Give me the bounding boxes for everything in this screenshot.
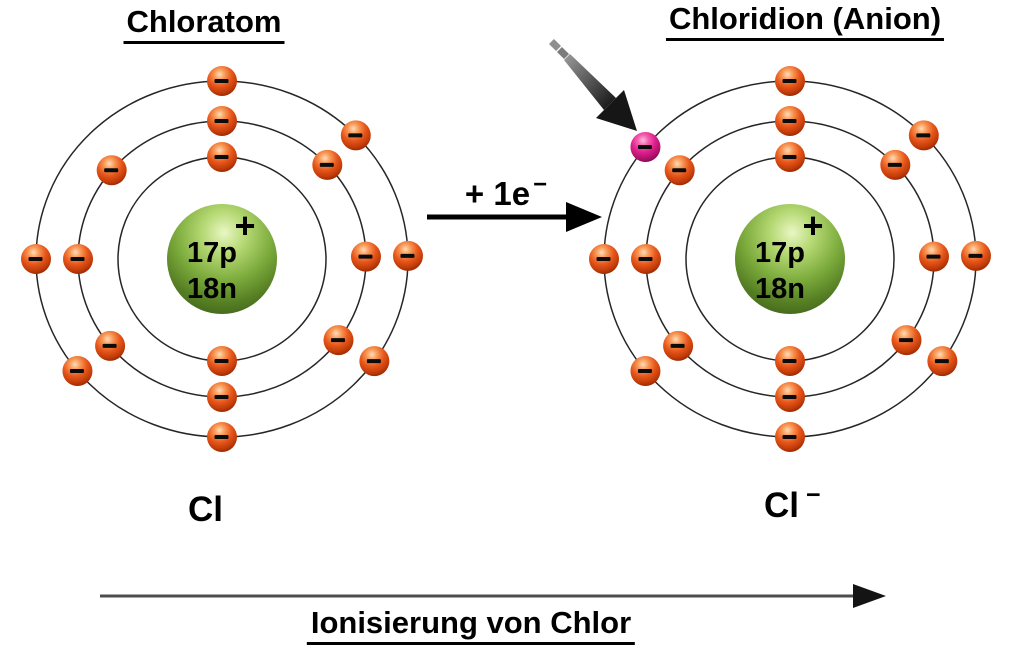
- element-symbol-cl: Cl: [188, 492, 230, 527]
- nucleus-protons-superscript: +: [802, 205, 823, 246]
- title-chloridion: Chloridion (Anion): [665, 3, 945, 41]
- electron-minus-sign: [887, 162, 902, 167]
- ionization-arrow-head: [853, 584, 886, 608]
- atom-chloridion: 17p+18n: [589, 66, 991, 452]
- transfer-label-text: + 1e: [464, 175, 531, 212]
- nucleus-neutrons-label: 18n: [755, 273, 805, 305]
- ionization-arrow: [100, 584, 886, 608]
- nucleus-neutrons-label: 18n: [187, 273, 237, 305]
- arrow-dash: [548, 38, 562, 52]
- electron-minus-sign: [596, 257, 611, 261]
- electron-minus-sign: [319, 162, 334, 167]
- arrow-shaft: [564, 54, 616, 110]
- electron-minus-sign: [214, 155, 229, 159]
- electron-minus-sign: [782, 155, 797, 159]
- transfer-arrow: [427, 202, 602, 232]
- electron-minus-sign: [968, 253, 983, 258]
- nucleus-protons-label: 17p: [755, 237, 805, 269]
- electron-minus-sign: [69, 369, 84, 374]
- electron-minus-sign: [104, 168, 119, 173]
- transfer-label-superscript: −: [533, 171, 548, 198]
- element-symbol-cl-anion: Cl−: [764, 483, 821, 525]
- electron-minus-sign: [926, 254, 941, 259]
- electron-minus-sign: [214, 119, 229, 123]
- electron-minus-sign: [28, 257, 43, 261]
- electron-minus-sign: [214, 395, 229, 399]
- nucleus: [735, 204, 845, 314]
- element-symbol-text: Cl: [188, 490, 223, 529]
- transfer-arrow-head: [566, 202, 602, 232]
- diagram-caption: Ionisierung von Chlor: [306, 607, 636, 645]
- electron-minus-sign: [102, 343, 117, 348]
- electron-minus-sign: [330, 338, 345, 343]
- electron-minus-sign: [898, 338, 913, 343]
- transfer-label: + 1e−: [464, 173, 547, 212]
- electron-minus-sign: [214, 359, 229, 363]
- element-symbol-superscript: −: [806, 481, 821, 509]
- electron-minus-sign: [670, 343, 685, 348]
- electron-minus-sign: [358, 254, 373, 259]
- electron-minus-sign: [782, 359, 797, 363]
- electron-minus-sign: [214, 435, 229, 439]
- electron-minus-sign: [782, 435, 797, 439]
- atom-chloratom: 17p+18n: [21, 66, 423, 452]
- electron-minus-sign: [638, 257, 653, 261]
- nucleus-protons-label: 17p: [187, 237, 237, 269]
- electron-minus-sign: [70, 257, 85, 261]
- electron-minus-sign: [400, 253, 415, 258]
- electron-minus-sign: [916, 133, 931, 138]
- electron-minus-sign: [348, 133, 363, 138]
- electron-minus-sign: [934, 359, 949, 364]
- electron-minus-sign: [366, 359, 381, 364]
- nucleus-protons-superscript: +: [234, 205, 255, 246]
- nucleus: [167, 204, 277, 314]
- element-symbol-text: Cl: [764, 486, 799, 525]
- electron-minus-sign: [782, 395, 797, 399]
- arrow-head: [596, 90, 637, 131]
- added-electron-arrow: [548, 38, 637, 131]
- arrow-dash: [556, 46, 570, 60]
- electron-minus-sign: [214, 79, 229, 83]
- title-chloratom: Chloratom: [123, 6, 285, 44]
- electron-minus-sign: [782, 79, 797, 83]
- electron-minus-sign: [782, 119, 797, 123]
- electron-minus-sign: [637, 369, 652, 374]
- electron-minus-sign: [637, 144, 652, 149]
- electron-minus-sign: [672, 168, 687, 173]
